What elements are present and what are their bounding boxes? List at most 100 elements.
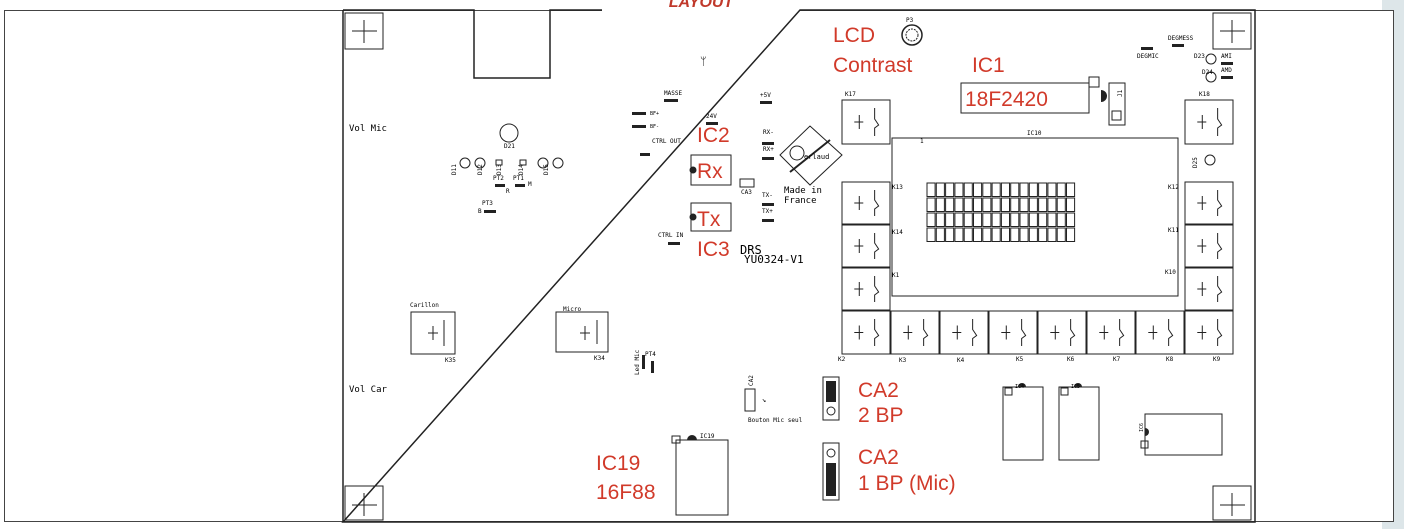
mount-mark-bl	[344, 485, 384, 521]
tx-annotation: Tx	[697, 208, 721, 231]
lcd-cell	[926, 227, 936, 242]
lcd-cell	[1056, 212, 1066, 227]
degmic-pad	[1141, 47, 1153, 50]
lcd-cell	[1019, 212, 1029, 227]
ami-pad	[1221, 62, 1233, 65]
k9-label: K9	[1213, 356, 1221, 363]
k7-label: K7	[1113, 356, 1121, 363]
d21-label: D21	[504, 143, 515, 150]
lcd-character-grid	[926, 182, 1076, 242]
bp2-annotation: 2 BP	[858, 404, 904, 427]
lcd-cell	[1019, 182, 1029, 197]
amd-label: AMD	[1221, 67, 1232, 74]
tx-plus-label: TX+	[762, 208, 773, 215]
ctrl-out-label: CTRL OUT	[652, 138, 681, 145]
lcd-cell	[982, 227, 992, 242]
bouton-mic-label: Bouton Mic seul	[748, 417, 803, 424]
k10-label: K10	[1165, 269, 1176, 276]
led-d25	[1204, 154, 1216, 166]
rx-plus-label: RX+	[763, 146, 774, 153]
lcd-cell	[954, 227, 964, 242]
ic1-annotation: IC1	[972, 54, 1005, 77]
ic5-pin1	[1060, 387, 1069, 396]
k8-label: K8	[1166, 356, 1174, 363]
degmic-label: DEGMIC	[1137, 53, 1159, 60]
lcd-cell	[1028, 182, 1038, 197]
j1-connector	[1108, 82, 1126, 126]
lcd-cell	[945, 197, 955, 212]
relay-footprint	[841, 224, 891, 268]
pt1-label: PT1	[513, 175, 524, 182]
k3-label: K3	[899, 357, 907, 364]
vol-car-label: Vol Car	[349, 385, 388, 395]
lcd-cell	[954, 182, 964, 197]
made-in-label: Made in	[784, 186, 822, 196]
k34-label: K34	[594, 355, 605, 362]
lcd-cell	[1038, 212, 1048, 227]
relay-footprint	[841, 181, 891, 225]
lcd-cell	[954, 197, 964, 212]
degmess-pad	[1172, 44, 1184, 47]
k5-label: K5	[1016, 356, 1024, 363]
lcd-cell	[1019, 227, 1029, 242]
lcd-annotation: LCD	[833, 24, 875, 47]
relay-footprint	[1037, 310, 1087, 355]
lcd-cell	[954, 212, 964, 227]
ic3-pin1	[689, 213, 697, 221]
j1-label: J1	[1117, 89, 1124, 97]
lcd-cell	[935, 212, 945, 227]
lcd-cell	[1056, 227, 1066, 242]
switch-symbol: ↘	[762, 396, 766, 404]
ctrl-in-pad	[668, 242, 680, 245]
france-label: France	[784, 196, 817, 206]
ic19-part-annotation: 16F88	[596, 481, 656, 504]
d14-label: D14	[518, 164, 525, 175]
v24-pad	[706, 122, 718, 125]
led-d24	[1205, 71, 1217, 83]
bf-plus-pad	[632, 112, 646, 115]
lcd-cell	[973, 197, 983, 212]
ic4-notch	[1018, 383, 1026, 387]
p3-pot	[901, 24, 923, 46]
board-outline	[341, 9, 1256, 523]
lcd-pin1-label: 1	[920, 138, 924, 145]
ic19-footprint	[675, 439, 729, 516]
contrast-annotation: Contrast	[833, 54, 913, 77]
relay-footprint	[988, 310, 1038, 355]
pt2-label: PT2	[493, 175, 504, 182]
relay-k35: Carillon K35	[410, 302, 456, 364]
masse-label: MASSE	[664, 90, 682, 97]
d13-label: D13	[496, 164, 503, 175]
lcd-cell	[963, 227, 973, 242]
led-mic-label: Led Mic	[634, 349, 641, 375]
ca2-jumper-bottom	[822, 442, 840, 501]
plus5v-pad	[760, 101, 772, 104]
bf-plus-label: BF+	[650, 111, 659, 117]
mount-mark-tl	[344, 12, 384, 50]
lcd-cell	[963, 182, 973, 197]
k14-label: K14	[892, 229, 903, 236]
ca2-jumper-top	[822, 376, 840, 421]
pt3-label: PT3	[482, 200, 493, 207]
lcd-cell	[926, 212, 936, 227]
k1-label: K1	[892, 272, 900, 279]
p3-label: P3	[906, 17, 914, 24]
relay-footprint	[841, 310, 891, 355]
led-d23	[1205, 53, 1217, 65]
drs-label: DRS	[740, 243, 762, 257]
led-mic-pad	[642, 355, 645, 369]
lcd-cell	[1010, 227, 1020, 242]
d23-label: D23	[1194, 53, 1205, 60]
ic1-footprint	[960, 82, 1090, 114]
lcd-cell	[935, 227, 945, 242]
merlaud-logo: erlaud	[779, 125, 843, 186]
layout-title: LAYOUT	[668, 0, 734, 11]
led-row	[459, 157, 564, 169]
lcd-cell	[1047, 182, 1057, 197]
lcd-cell	[1010, 197, 1020, 212]
ic19-notch	[687, 435, 697, 440]
lcd-cell	[1010, 212, 1020, 227]
rx-plus-pad	[762, 157, 774, 160]
